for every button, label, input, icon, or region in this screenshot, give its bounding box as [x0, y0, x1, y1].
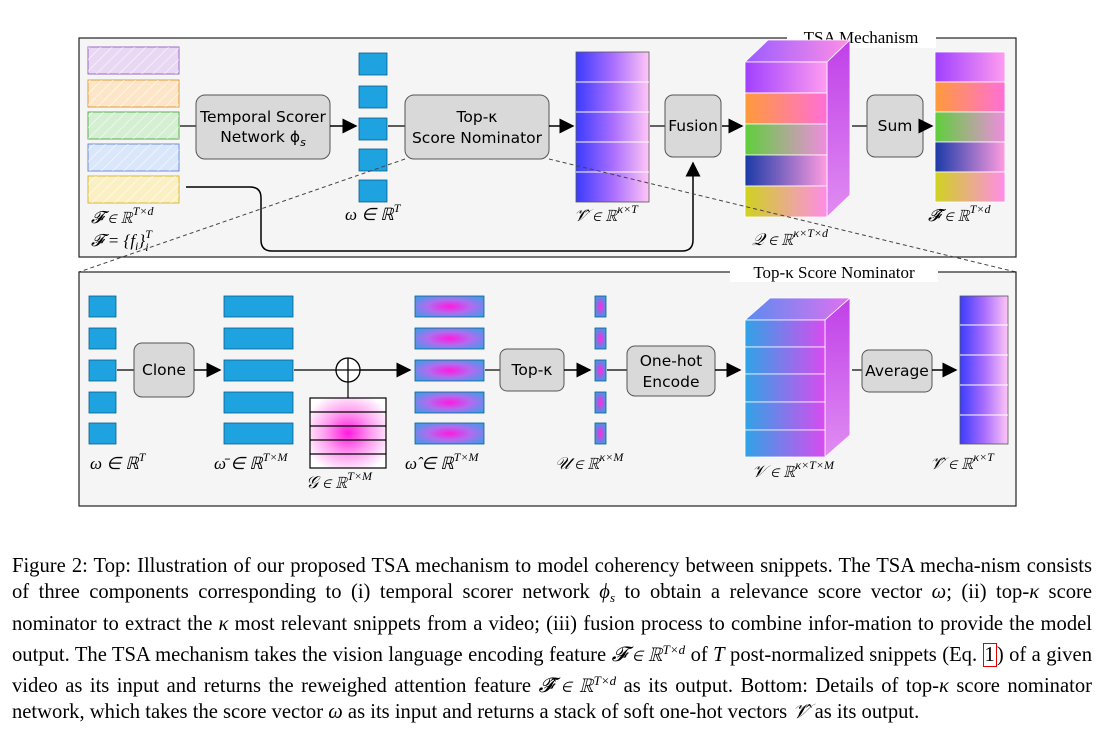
omega-hat-matrix: [414, 295, 485, 445]
zoom-line-right: [548, 158, 1017, 273]
omega-cell-1: [358, 52, 388, 76]
omega-cell-4: [358, 148, 388, 172]
v-hat-matrix-bottom: [959, 295, 1009, 445]
label-v-hat-bottom: 𝒱̂ ∈ ℝκ×T: [930, 450, 995, 473]
f-hat-output: [934, 51, 1006, 203]
omega-cell-5: [358, 179, 388, 203]
fusion-block: [664, 94, 722, 158]
v-tensor: [743, 297, 852, 458]
onehot-label-1: One-hot: [640, 352, 703, 370]
label-omega-bar: ω̄ ∈ ℝT×M: [214, 450, 289, 473]
label-U: 𝒰 ∈ ℝκ×M: [555, 450, 624, 473]
average-block: [861, 349, 933, 393]
clone-label: Clone: [142, 361, 186, 379]
label-omega-hat: ω̂ ∈ ℝT×M: [405, 450, 480, 473]
u-vector: [594, 295, 607, 445]
temporal-scorer-label-1: Temporal Scorer: [199, 108, 326, 126]
g-matrix: [309, 397, 387, 469]
svg-text:𝓕 ∈ ℝT×d: 𝓕 ∈ ℝT×d: [91, 204, 154, 227]
score-nominator-block: [404, 94, 550, 160]
label-F-set-close: }: [138, 231, 145, 250]
temporal-scorer-block: [195, 94, 331, 160]
q-tensor: [744, 39, 851, 218]
omega-bar-matrix: [223, 295, 294, 445]
sum-label: Sum: [878, 117, 913, 135]
omega-vector-bottom: [88, 295, 117, 445]
label-V: 𝒱 ∈ ℝκ×T×M: [752, 458, 835, 481]
figure-caption: Figure 2: Top: Illustration of our propo…: [12, 553, 1092, 725]
nominator-title-bg: [730, 262, 938, 282]
topk-label: Top-κ: [511, 361, 553, 379]
input-feature-stack: [87, 46, 180, 204]
label-F-set-sub: i: [135, 239, 138, 253]
label-G: 𝒢 ∈ ℝT×M: [306, 469, 373, 492]
nominator-panel-title: Top-κ Score Nominator: [753, 263, 915, 282]
omega-cell-3: [358, 117, 388, 141]
label-F-in: 𝓕 ∈ ℝ: [91, 208, 134, 227]
label-F-in-sup: T×d: [133, 204, 155, 218]
omega-cell-2: [358, 85, 388, 109]
v-hat-matrix: [575, 51, 650, 203]
fusion-label: Fusion: [668, 117, 718, 135]
label-F-hat: 𝓕̂ ∈ ℝT×d: [928, 202, 991, 225]
average-label: Average: [865, 362, 929, 380]
onehot-block: [626, 345, 716, 397]
skip-connection-arrow: [186, 161, 701, 252]
onehot-label-2: Encode: [643, 373, 700, 391]
label-omega: ω ∈ ℝT: [345, 201, 402, 224]
score-nominator-label-2: Score Nominator: [412, 129, 543, 147]
label-omega-bottom: ω ∈ ℝT: [90, 450, 147, 473]
label-F-set: 𝓕 = {f: [91, 231, 137, 250]
svg-text:𝓕 = {fi}Ti: 𝓕 = {fi}Ti: [91, 227, 153, 254]
label-F-set-sup: T: [145, 227, 153, 241]
caption-text: Figure 2: Top: Illustration of our propo…: [12, 555, 1093, 723]
label-F-set-sub2: i: [145, 240, 148, 254]
zoom-line-left: [78, 158, 406, 273]
label-v-hat: 𝒱̂ ∈ ℝκ×T: [574, 202, 639, 225]
equation-reference-link[interactable]: 1: [982, 643, 997, 667]
label-Q: 𝒬 ∈ ℝκ×T×d: [752, 226, 829, 249]
score-nominator-label-1: Top-κ: [456, 108, 498, 126]
omega-vector: [358, 52, 388, 203]
temporal-scorer-label-2: Network ϕs: [220, 128, 306, 149]
